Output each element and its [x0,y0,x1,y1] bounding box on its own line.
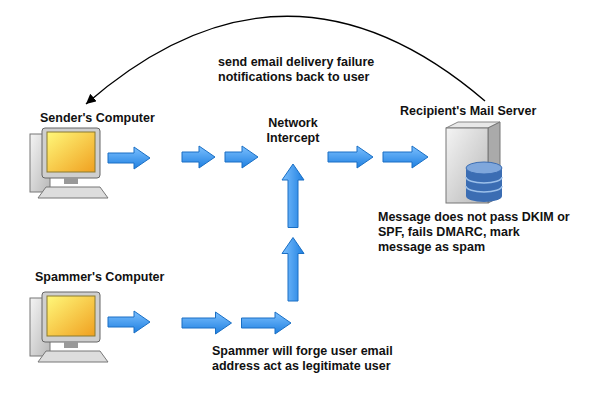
block-arrow [328,146,373,168]
database-ring [466,177,502,192]
node-title: Network Intercept [262,116,324,146]
computer-node: Sender's Computer [28,108,178,200]
server-node: Recipient's Mail ServerMessage does not … [432,103,512,208]
node-title: Spammer's Computer [35,270,164,285]
monitor-stand [64,178,78,184]
send-arrow [108,311,150,333]
server-icon [436,120,508,210]
node-title: Sender's Computer [40,111,155,126]
block-arrow-connector [182,164,304,334]
computer-icon [28,126,153,201]
node-title: Recipient's Mail Server [400,104,536,119]
computer-screen [47,132,95,172]
block-arrow [182,312,232,334]
node-note: Message does not pass DKIM or SPF, fails… [378,210,573,255]
edge-label: Spammer will forge user email address ac… [212,344,417,374]
edge-label: send email delivery failure notification… [218,55,403,85]
computer-monitor [42,292,100,342]
computer-keyboard [38,187,108,198]
junction-node: Network Intercept [262,114,324,161]
block-arrow-connector [182,146,258,168]
computer-icon [28,290,153,365]
block-arrow [282,238,304,302]
curved-line [86,16,485,104]
send-arrow [108,147,150,169]
computer-screen [47,296,95,336]
database-top [466,162,502,174]
computer-monitor [42,128,100,178]
block-arrow [182,146,215,168]
block-arrow [383,146,428,168]
curved-arrow-connector [86,16,485,104]
computer-keyboard [38,351,108,362]
block-arrow [242,312,292,334]
block-arrow [282,164,304,228]
monitor-stand [64,342,78,348]
block-arrow-connector [328,146,428,168]
computer-node: Spammer's Computer [28,266,178,364]
block-arrow [225,146,258,168]
